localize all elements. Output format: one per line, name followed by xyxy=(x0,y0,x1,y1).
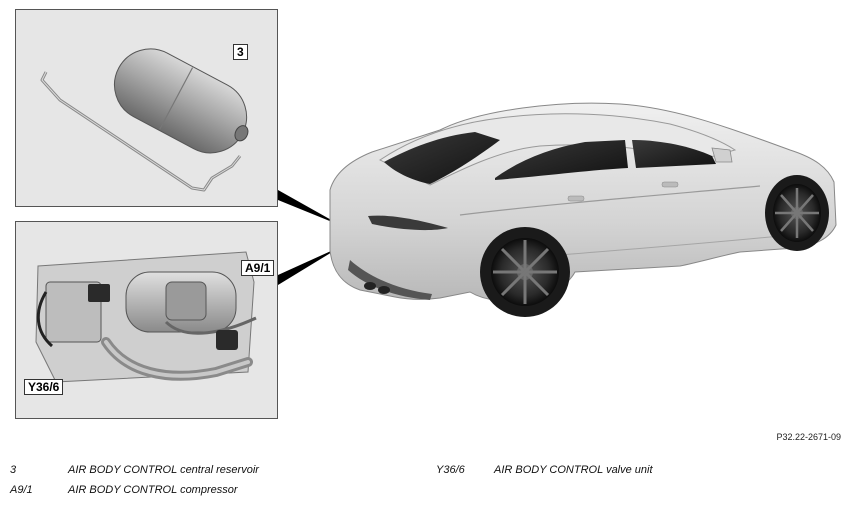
rear-wheel xyxy=(480,227,570,317)
leader-line-reservoir xyxy=(278,190,342,226)
callout-reservoir: 3 xyxy=(233,44,248,60)
compressor-illustration xyxy=(35,251,257,383)
leader-line-compressor xyxy=(278,246,342,285)
legend-code: A9/1 xyxy=(10,484,33,496)
callout-compressor: A9/1 xyxy=(241,260,275,276)
legend-description: AIR BODY CONTROL valve unit xyxy=(494,464,653,476)
reservoir-illustration xyxy=(40,48,249,192)
callout-valve-unit: Y36/6 xyxy=(24,379,64,395)
figure-reference: P32.22-2671-09 xyxy=(776,432,841,442)
car-body xyxy=(329,102,837,302)
legend-description: AIR BODY CONTROL compressor xyxy=(68,484,238,496)
front-wheel xyxy=(765,175,829,251)
legend-description: AIR BODY CONTROL central reservoir xyxy=(68,464,259,476)
legend-code: Y36/6 xyxy=(436,464,465,476)
reservoir-detail-panel: 3 xyxy=(15,9,278,207)
car-illustration xyxy=(278,102,837,317)
compressor-detail-panel: A9/1 Y36/6 xyxy=(15,221,278,419)
legend-code: 3 xyxy=(10,464,17,476)
